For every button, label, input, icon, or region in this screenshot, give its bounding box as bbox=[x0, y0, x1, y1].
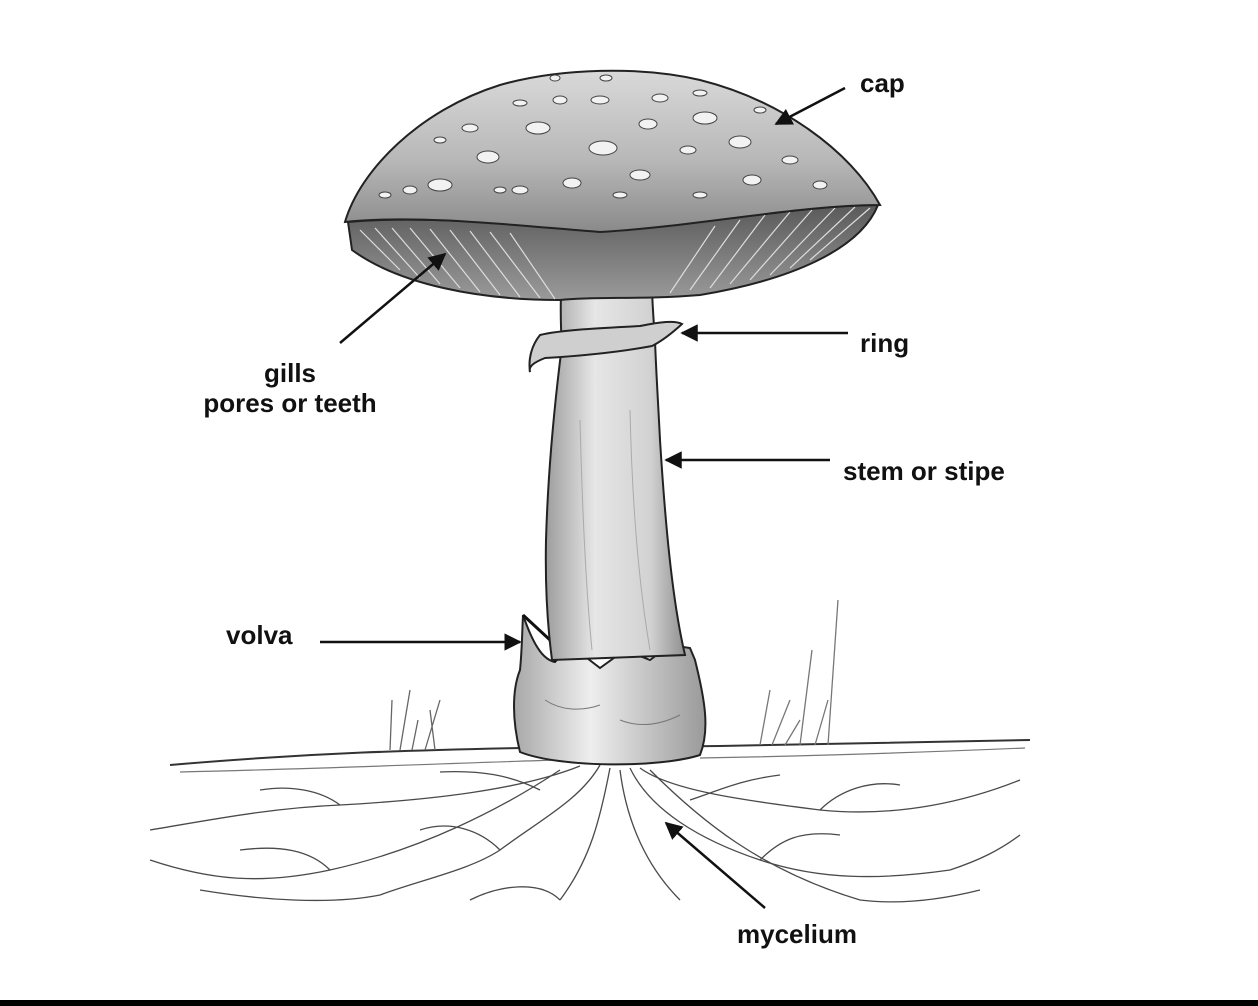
mycelium-arrow bbox=[664, 821, 766, 909]
label-gills: gills pores or teeth bbox=[190, 358, 390, 418]
label-ring: ring bbox=[860, 328, 910, 358]
label-stem: stem or stipe bbox=[843, 456, 1005, 486]
cap-arrow bbox=[774, 86, 846, 126]
label-mycelium: mycelium bbox=[737, 919, 857, 949]
label-gills-line2: pores or teeth bbox=[203, 388, 377, 418]
ring-shape bbox=[528, 320, 684, 373]
mycelium-network bbox=[149, 764, 1021, 903]
gills-arrow bbox=[339, 252, 447, 344]
label-cap: cap bbox=[860, 68, 905, 98]
cap-shape bbox=[343, 69, 882, 234]
label-volva: volva bbox=[226, 620, 293, 650]
bottom-border bbox=[0, 1000, 1258, 1006]
label-gills-line1: gills bbox=[263, 358, 316, 388]
pointer-arrows bbox=[320, 86, 848, 909]
